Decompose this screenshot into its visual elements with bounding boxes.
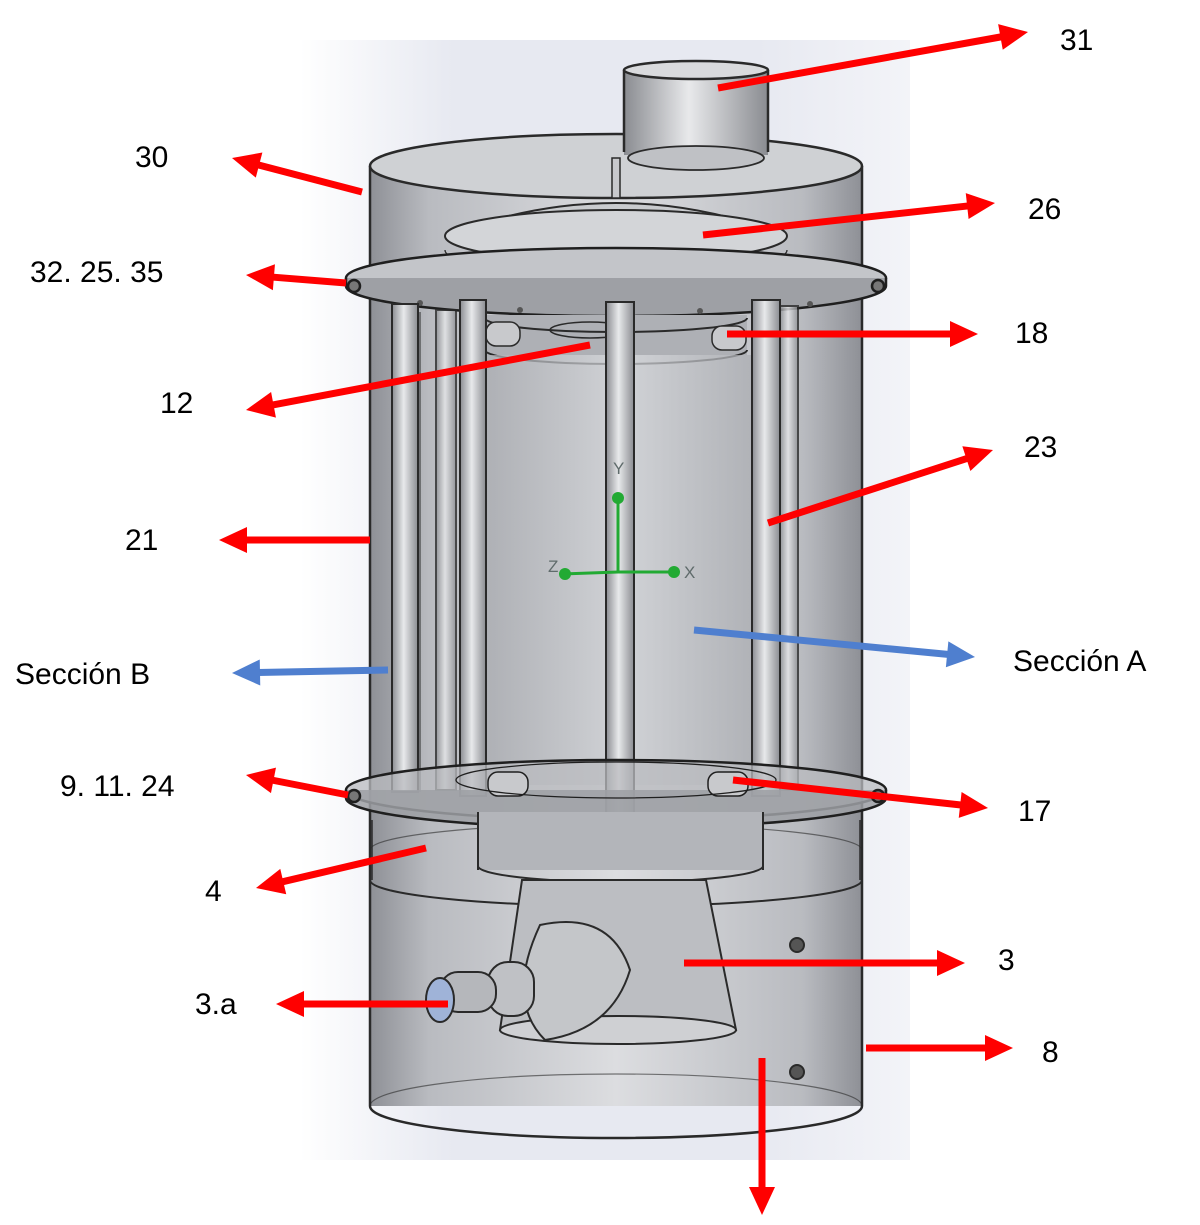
arrow-seccion-a (693, 626, 975, 668)
inlet-nozzle (425, 921, 632, 1042)
label-seccion-a: Sección A (1013, 645, 1147, 678)
arrow-9-11-24 (246, 767, 349, 799)
label-30: 30 (135, 141, 169, 174)
support-rods (391, 299, 799, 823)
arrow-18 (727, 321, 978, 347)
label-12: 12 (160, 387, 194, 420)
label-3: 3 (998, 944, 1015, 977)
arrow-31 (717, 24, 1028, 92)
arrow-30 (232, 152, 363, 196)
label-seccion-b: Sección B (15, 658, 151, 691)
lower-cup (477, 812, 764, 884)
axis-x-label: X (684, 563, 695, 582)
arrow-3 (684, 950, 965, 976)
arrow-32-25-35 (246, 264, 347, 291)
arrow-23 (766, 446, 993, 527)
arrow-17 (732, 776, 988, 818)
arrow-21 (219, 527, 370, 553)
label-17: 17 (1018, 795, 1052, 828)
axis-y-label: Y (613, 459, 624, 478)
top-chimney (611, 59, 770, 199)
label-21: 21 (125, 524, 159, 557)
arrow-bottom-outlet (749, 1058, 775, 1215)
arrow-seccion-b (232, 659, 389, 686)
label-3a: 3.a (195, 988, 237, 1021)
label-8: 8 (1042, 1036, 1059, 1069)
arrow-26 (702, 193, 995, 239)
axis-triad: Y X Z (548, 459, 695, 582)
label-26: 26 (1028, 193, 1062, 226)
axis-z-label: Z (548, 557, 558, 576)
label-18: 18 (1015, 317, 1049, 350)
label-9-11-24: 9. 11. 24 (60, 770, 175, 803)
arrow-8 (866, 1035, 1013, 1061)
arrow-12 (246, 341, 591, 418)
arrow-4 (256, 844, 427, 895)
arrow-3a (276, 991, 448, 1017)
label-23: 23 (1024, 431, 1058, 464)
label-4: 4 (205, 875, 222, 908)
label-32-25-35: 32. 25. 35 (30, 256, 164, 289)
label-31: 31 (1060, 24, 1094, 57)
leader-arrows (219, 24, 1028, 1215)
